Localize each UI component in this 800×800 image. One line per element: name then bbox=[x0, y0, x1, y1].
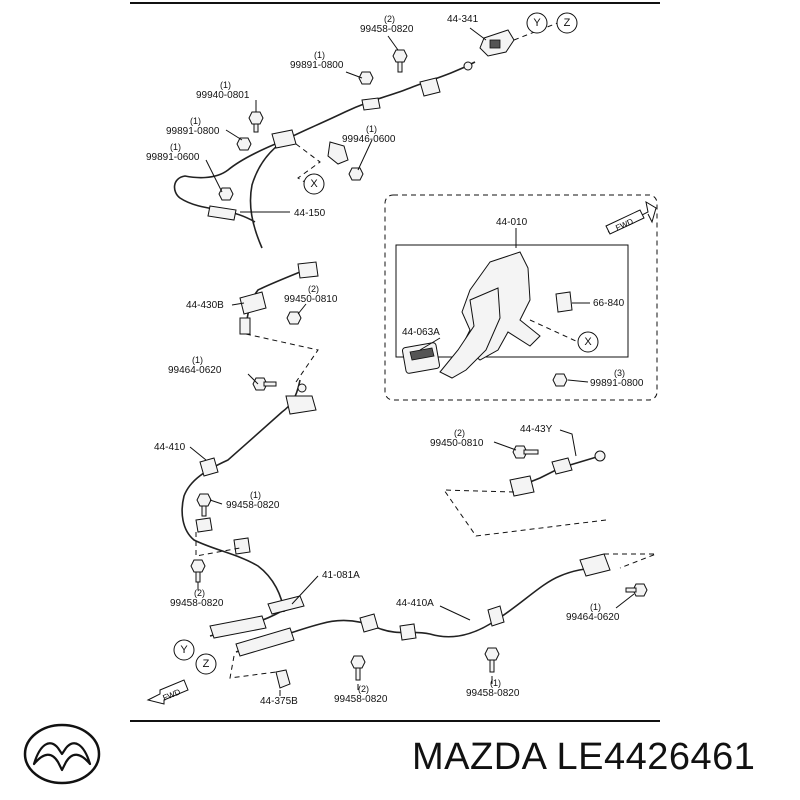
part-label-99464-0620-a: 99464-0620 bbox=[168, 365, 222, 376]
part-label-41-081A: 41-081A bbox=[322, 570, 360, 581]
part-qty-99891-0800-b: (1) bbox=[190, 116, 201, 126]
part-label-44-063A: 44-063A bbox=[402, 327, 440, 338]
part-label-44-341: 44-341 bbox=[447, 14, 479, 25]
part-label-44-430B: 44-430B bbox=[186, 300, 224, 311]
mazda-logo-icon bbox=[22, 722, 102, 786]
part-label-44-150: 44-150 bbox=[294, 208, 326, 219]
part-label-99891-0600: 99891-0600 bbox=[146, 152, 200, 163]
callout-z-top-label: Z bbox=[564, 17, 571, 29]
callout-x-top-label: X bbox=[310, 178, 318, 190]
callout-circles-top: Y Z X bbox=[303, 12, 578, 195]
rear-cable-right bbox=[209, 553, 657, 696]
cable-44-43Y bbox=[443, 429, 607, 537]
part-qty-99450-0810-b: (2) bbox=[454, 428, 465, 438]
part-label-99891-0800-a: 99891-0800 bbox=[290, 60, 344, 71]
callout-x-top bbox=[303, 173, 325, 195]
brand-part-number: MAZDA LE4426461 bbox=[412, 736, 756, 778]
pedal-inset: FWD bbox=[384, 194, 658, 401]
part-label-99458-0820-c: 99458-0820 bbox=[334, 694, 388, 705]
part-qty-99458-0820-d: (1) bbox=[490, 678, 501, 688]
part-qty-99458-0820-a: (1) bbox=[250, 490, 261, 500]
fwd-arrow-bottom: FWD bbox=[146, 679, 189, 705]
front-cable-assembly bbox=[173, 21, 561, 249]
part-label-44-410: 44-410 bbox=[154, 442, 186, 453]
part-labels: 44-34199458-0820(2)99891-0800(1)99940-08… bbox=[146, 14, 644, 707]
part-qty-99458-0820-top: (2) bbox=[384, 14, 395, 24]
callout-z-bottom bbox=[195, 653, 217, 675]
part-label-44-410A: 44-410A bbox=[396, 598, 434, 609]
part-label-99450-0810-b: 99450-0810 bbox=[430, 438, 484, 449]
part-label-99464-0620-b: 99464-0620 bbox=[566, 612, 620, 623]
rear-cable-left bbox=[181, 261, 319, 613]
part-qty-99891-0600: (1) bbox=[170, 142, 181, 152]
part-qty-99450-0810-a: (2) bbox=[308, 284, 319, 294]
part-label-44-010: 44-010 bbox=[496, 217, 528, 228]
part-label-66-840: 66-840 bbox=[593, 298, 625, 309]
part-label-44-375B: 44-375B bbox=[260, 696, 298, 707]
part-qty-99940-0801: (1) bbox=[220, 80, 231, 90]
callout-z-bottom-label: Z bbox=[203, 658, 210, 670]
part-label-99458-0820-a: 99458-0820 bbox=[226, 500, 280, 511]
part-label-99891-0800-b: 99891-0800 bbox=[166, 126, 220, 137]
part-qty-99458-0820-b: (2) bbox=[194, 588, 205, 598]
callout-y-top bbox=[526, 12, 548, 34]
part-label-99458-0820-d: 99458-0820 bbox=[466, 688, 520, 699]
callout-y-bottom-label: Y bbox=[180, 644, 188, 656]
callout-x-inset bbox=[577, 331, 599, 353]
part-qty-99464-0620-a: (1) bbox=[192, 355, 203, 365]
part-qty-99458-0820-c: (2) bbox=[358, 684, 369, 694]
part-qty-99464-0620-b: (1) bbox=[590, 602, 601, 612]
part-label-99458-0820-top: 99458-0820 bbox=[360, 24, 414, 35]
part-label-99450-0810-a: 99450-0810 bbox=[284, 294, 338, 305]
part-label-99940-0801: 99940-0801 bbox=[196, 90, 250, 101]
fwd-label-inset: FWD bbox=[614, 217, 635, 233]
part-qty-99946-0600: (1) bbox=[366, 124, 377, 134]
fwd-arrow-inset: FWD bbox=[605, 200, 657, 235]
callout-z-top bbox=[556, 12, 578, 34]
part-label-44-43Y: 44-43Y bbox=[520, 424, 553, 435]
callout-x-inset-label: X bbox=[584, 336, 592, 348]
callout-y-bottom bbox=[173, 639, 195, 661]
part-qty-99891-0800-a: (1) bbox=[314, 50, 325, 60]
callout-y-top-label: Y bbox=[533, 17, 541, 29]
part-label-99458-0820-b: 99458-0820 bbox=[170, 598, 224, 609]
part-label-99891-0800-c: 99891-0800 bbox=[590, 378, 644, 389]
part-qty-99891-0800-c: (3) bbox=[614, 368, 625, 378]
part-label-99946-0600: 99946-0600 bbox=[342, 134, 396, 145]
